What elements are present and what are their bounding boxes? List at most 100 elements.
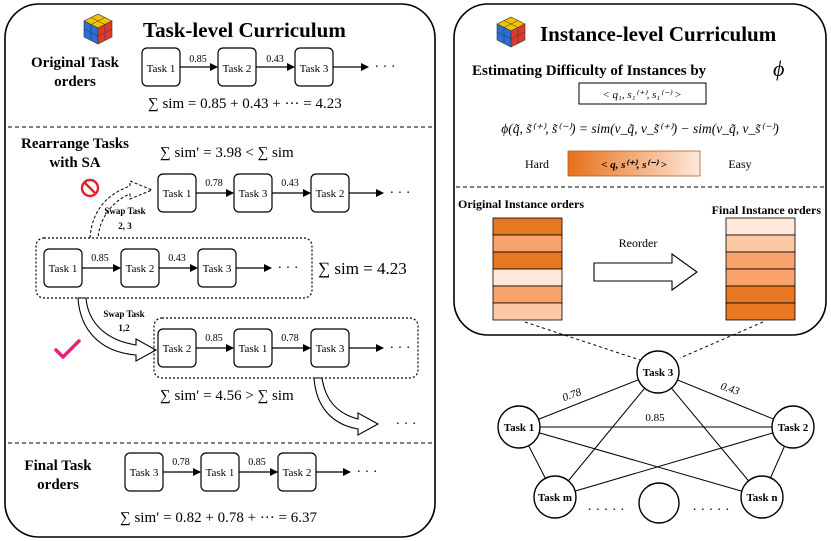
hard-label: Hard <box>525 157 549 171</box>
graph-node-label: Task 3 <box>643 367 674 379</box>
final-task-chain: Task 3 0.78 Task 1 0.85 Task 2 · · · <box>124 452 378 492</box>
rearrange-label-2: with SA <box>49 155 100 171</box>
check-icon <box>54 339 81 359</box>
original-task-chain: Task 1 0.85 Task 2 0.43 Task 3 · · · <box>141 47 396 87</box>
ellipsis: · · · <box>396 417 417 432</box>
phi-symbol: ϕ <box>773 56 784 81</box>
instance-bar <box>725 268 796 287</box>
edge-weight: 0.78 <box>561 386 584 404</box>
final-task-label-1: Final Task <box>24 458 92 474</box>
swap-arrow-accepted <box>77 297 158 362</box>
task-node-label: Task 2 <box>223 63 252 75</box>
accepted-order-box <box>153 317 419 379</box>
edge-weight: 0.85 <box>645 412 665 424</box>
connector-dashed <box>679 321 764 359</box>
graph-node <box>636 350 680 394</box>
bottom-sim-formula: ∑ sim′ = 4.56 > ∑ sim <box>160 388 294 404</box>
top-sim-formula: ∑ sim′ = 3.98 < ∑ sim <box>160 145 294 161</box>
final-task-label-2: orders <box>37 477 79 493</box>
task-node-label: Task 1 <box>147 63 176 75</box>
rearrange-label-1: Rearrange Tasks <box>21 136 129 152</box>
instance-triple: < q₁, s₁⁽⁺⁾, s₁⁽⁻⁾ > <box>602 89 681 101</box>
task-node-label: Task 1 <box>49 263 78 275</box>
final-instance-label: Final Instance orders <box>712 203 822 217</box>
instance-bar <box>492 268 563 287</box>
task-node-label: Task 3 <box>239 188 268 200</box>
ellipsis: · · · <box>278 261 299 276</box>
instance-bar <box>725 302 796 321</box>
difficulty-subtitle: Estimating Difficulty of Instances by <box>472 63 707 79</box>
edge-weight: 0.85 <box>248 457 266 468</box>
original-task-label-1: Original Task <box>31 55 120 71</box>
original-instance-stack <box>492 217 563 321</box>
edge-weight: 0.78 <box>281 333 299 344</box>
difficulty-formula: ϕ(q̃, s̃⁽⁺⁾, s̃⁽⁻⁾) = sim(v_q̃, v_s̃⁽⁺⁾)… <box>501 121 779 136</box>
task-node-label: Task 2 <box>316 188 345 200</box>
graph-ellipsis: · · · · · <box>587 503 624 518</box>
graph-node-label: Task m <box>538 492 572 504</box>
edge-weight: 0.43 <box>266 54 284 65</box>
original-task-label-2: orders <box>54 74 96 90</box>
task-node-label: Task 2 <box>163 343 192 355</box>
swap-bottom-label-1: Swap Task <box>103 309 144 319</box>
instance-bar <box>492 251 563 270</box>
instance-bar <box>725 217 796 236</box>
graph-node-empty <box>638 482 680 524</box>
task-graph: 0.78 0.43 0.85 Task 3 Task 1 Task 2 Task… <box>497 350 815 524</box>
difficulty-gradient <box>567 150 701 177</box>
rubiks-cube-icon <box>496 16 526 48</box>
edge-weight: 0.43 <box>719 380 741 398</box>
graph-ellipsis: · · · · · <box>692 503 729 518</box>
connector-dashed <box>524 321 641 361</box>
current-order-box <box>35 237 313 299</box>
gradient-label: < q, s⁽⁺⁾, s⁽⁻⁾ > <box>601 159 667 171</box>
task-level-title: Task-level Curriculum <box>143 18 346 42</box>
edge-weight: 0.85 <box>205 333 223 344</box>
graph-node <box>771 405 815 449</box>
instance-bar <box>725 234 796 253</box>
edge-weight: 0.43 <box>168 253 186 264</box>
task-node-label: Task 1 <box>239 343 268 355</box>
edge-weight: 0.43 <box>281 178 299 189</box>
graph-node-label: Task 2 <box>778 422 809 434</box>
instance-triple-box <box>578 82 707 105</box>
ellipsis: · · · <box>390 341 411 356</box>
instance-level-title: Instance-level Curriculum <box>540 22 777 46</box>
swap-top-label-1: Swap Task <box>104 206 145 216</box>
edge-weight: 0.78 <box>205 178 223 189</box>
continue-arrow <box>313 377 380 436</box>
graph-node-label: Task 1 <box>504 422 534 434</box>
instance-bar <box>492 234 563 253</box>
task-node-label: Task 3 <box>300 63 329 75</box>
task-level-panel <box>4 3 436 538</box>
task-node-label: Task 2 <box>126 263 155 275</box>
reorder-label: Reorder <box>619 236 658 250</box>
edge-weight: 0.85 <box>91 253 109 264</box>
edge-weight: 0.85 <box>189 54 207 65</box>
swap-arrow-rejected <box>89 180 154 239</box>
graph-node <box>533 475 577 519</box>
swap-top-label-2: 2, 3 <box>118 221 132 231</box>
swap-bottom-label-2: 1,2 <box>118 323 130 333</box>
graph-node <box>740 475 784 519</box>
ellipsis: · · · <box>390 186 411 201</box>
task-node-label: Task 3 <box>203 263 232 275</box>
reorder-arrow <box>593 252 698 292</box>
instance-bar <box>725 285 796 304</box>
ellipsis: · · · <box>375 60 396 75</box>
instance-bar <box>492 217 563 236</box>
current-sum-formula: ∑ sim = 4.23 <box>318 259 407 278</box>
instance-bar <box>725 251 796 270</box>
ellipsis: · · · <box>357 465 378 480</box>
edge-weight: 0.78 <box>172 457 190 468</box>
task-node-label: Task 2 <box>283 467 312 479</box>
task-node-label: Task 3 <box>130 467 159 479</box>
instance-level-panel <box>453 3 827 336</box>
task-node-label: Task 3 <box>316 343 345 355</box>
task-node-label: Task 1 <box>206 467 235 479</box>
original-sum-formula: ∑ sim = 0.85 + 0.43 + ··· = 4.23 <box>148 96 342 112</box>
task-node-label: Task 1 <box>163 188 192 200</box>
easy-label: Easy <box>728 157 751 171</box>
graph-node-label: Task n <box>746 492 777 504</box>
